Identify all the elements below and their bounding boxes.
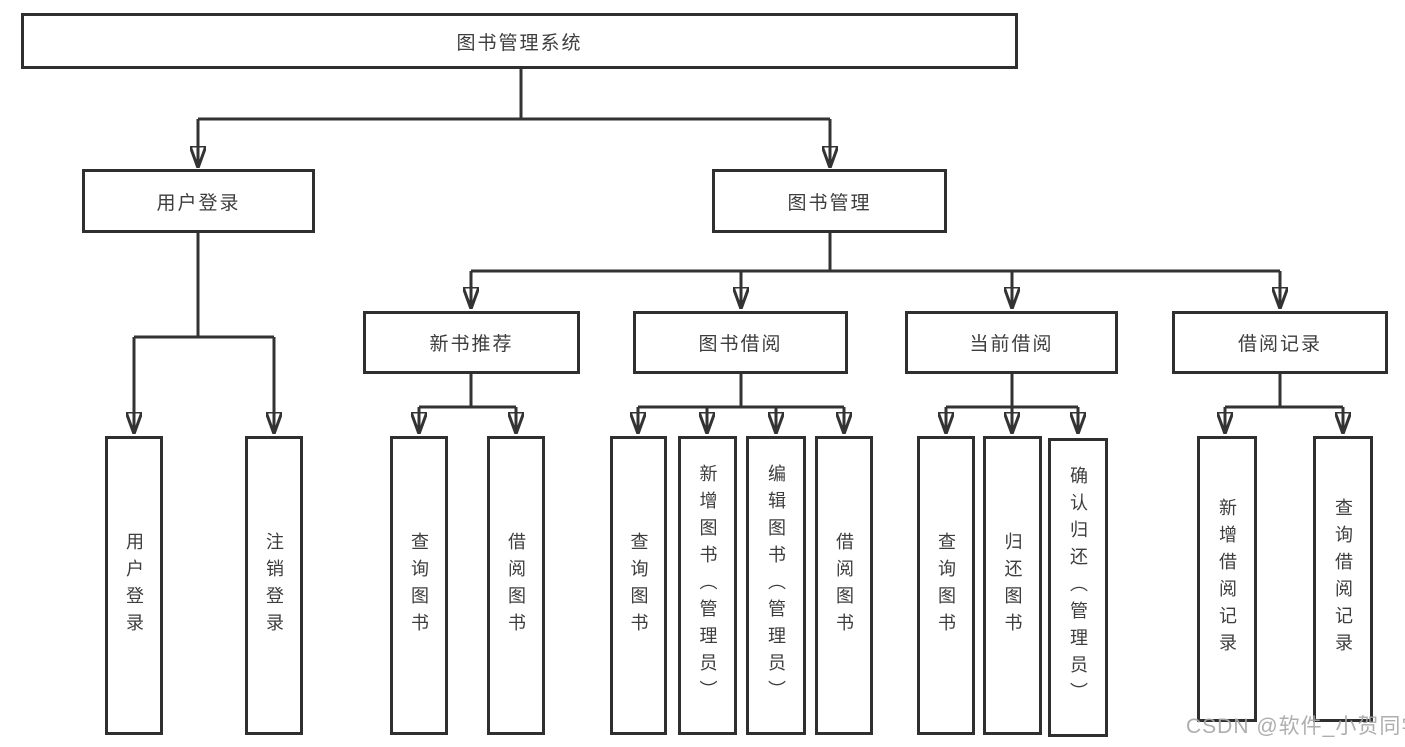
node-user-login: 用户登录	[82, 169, 315, 233]
leaf-query-books-recommend-label: 查询图书	[409, 531, 429, 640]
connector-book-management-children	[471, 233, 1280, 308]
connector-current-borrow-children	[946, 374, 1078, 433]
leaf-edit-books-admin: 编辑图书（管理员）	[746, 436, 806, 735]
leaf-query-books-current: 查询图书	[917, 436, 975, 735]
node-user-login-label: 用户登录	[156, 192, 241, 214]
node-current-borrow-label: 当前借阅	[969, 334, 1054, 355]
connector-user-login-children	[134, 233, 274, 433]
leaf-return-books-label: 归还图书	[1002, 531, 1023, 640]
node-root-label: 图书管理系统	[456, 32, 583, 54]
node-book-borrow: 图书借阅	[633, 311, 848, 374]
leaf-add-borrow-record: 新增借阅记录	[1197, 436, 1257, 722]
connector-new-books-children	[419, 374, 516, 433]
node-borrow-records: 借阅记录	[1172, 311, 1388, 374]
connector-book-borrow-children	[638, 374, 844, 433]
leaf-return-books: 归还图书	[983, 436, 1042, 735]
leaf-borrow-books-recommend-label: 借阅图书	[506, 531, 526, 640]
leaf-edit-books-admin-label: 编辑图书（管理员）	[766, 464, 786, 707]
leaf-query-borrow-record-label: 查询借阅记录	[1333, 498, 1353, 660]
leaf-add-books-admin-label: 新增图书（管理员）	[697, 464, 718, 707]
node-new-book-recommend: 新书推荐	[363, 311, 580, 374]
leaf-confirm-return-admin-label: 确认归还（管理员）	[1068, 466, 1088, 709]
node-root: 图书管理系统	[21, 13, 1018, 69]
leaf-add-books-admin: 新增图书（管理员）	[678, 436, 737, 735]
leaf-query-books-recommend: 查询图书	[390, 436, 448, 735]
leaf-query-borrow-record: 查询借阅记录	[1313, 436, 1373, 722]
connector-borrow-records-children	[1225, 374, 1343, 433]
node-current-borrow: 当前借阅	[905, 311, 1118, 374]
leaf-borrow-books-label: 借阅图书	[834, 531, 854, 640]
connector-root-to-level2	[198, 69, 830, 167]
node-borrow-records-label: 借阅记录	[1237, 334, 1322, 355]
node-book-management-label: 图书管理	[787, 192, 872, 214]
csdn-watermark: CSDN @软件_小贺同学	[1186, 715, 1405, 738]
leaf-add-borrow-record-label: 新增借阅记录	[1217, 498, 1237, 660]
node-book-management: 图书管理	[712, 169, 947, 233]
leaf-query-books-current-label: 查询图书	[936, 531, 956, 640]
leaf-query-books-borrow-label: 查询图书	[628, 531, 649, 640]
leaf-logout: 注销登录	[245, 436, 303, 735]
leaf-confirm-return-admin: 确认归还（管理员）	[1048, 438, 1108, 737]
leaf-logout-label: 注销登录	[264, 531, 284, 640]
leaf-borrow-books: 借阅图书	[815, 436, 873, 735]
leaf-user-login-label: 用户登录	[124, 531, 144, 640]
leaf-query-books-borrow: 查询图书	[610, 436, 667, 735]
node-new-book-recommend-label: 新书推荐	[429, 334, 514, 355]
node-book-borrow-label: 图书借阅	[698, 334, 783, 355]
leaf-borrow-books-recommend: 借阅图书	[487, 436, 545, 735]
leaf-user-login: 用户登录	[105, 436, 163, 735]
